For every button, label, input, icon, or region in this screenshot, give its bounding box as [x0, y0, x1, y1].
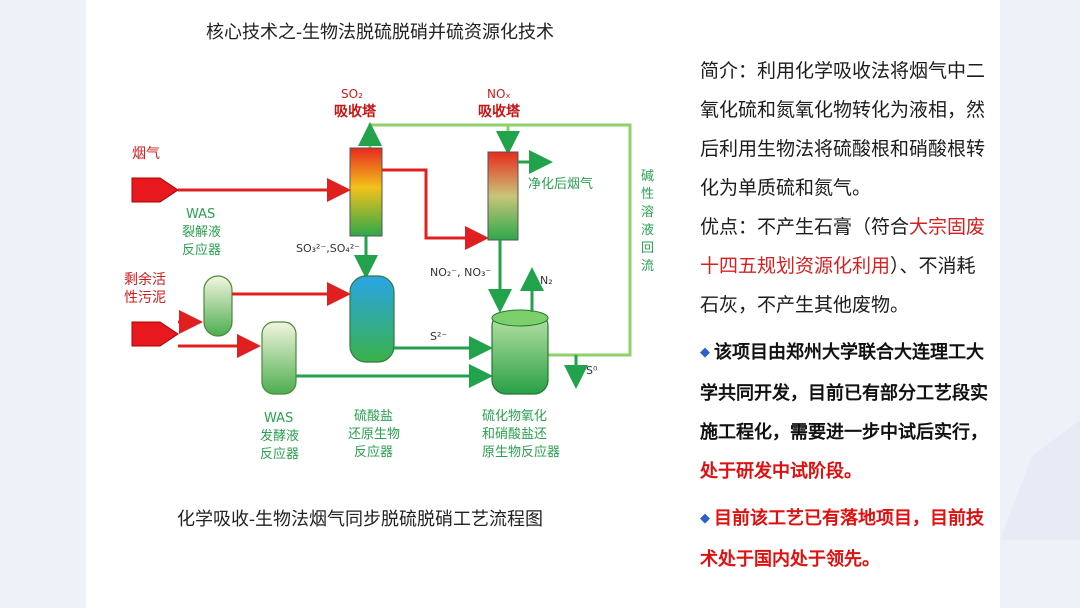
- sulfur-label: S⁰: [586, 364, 598, 377]
- bullet-1-highlight: 处于研发中试阶段。: [700, 461, 862, 482]
- sludge-label-2: 性污泥: [124, 290, 166, 306]
- was-lysis-label-2: 裂解液: [182, 225, 221, 240]
- advantage-tail: ）、不消耗石灰，不产生其他废物。: [700, 255, 976, 316]
- left-margin-band: [0, 0, 86, 608]
- alkali-label-4: 液: [641, 223, 654, 238]
- flue-gas-label: 烟气: [132, 146, 160, 162]
- sulfite-sulfate-label: SO₃²⁻,SO₄²⁻: [296, 242, 360, 255]
- nox-formula-label: NOₓ: [487, 87, 511, 101]
- alkali-label-1: 碱: [641, 169, 654, 184]
- clean-gas-label: 净化后烟气: [528, 176, 593, 192]
- diamond-bullet-icon: ◆: [700, 511, 710, 526]
- bullet-item-2: ◆目前该工艺已有落地项目，目前技术处于国内处于领先。: [700, 499, 992, 579]
- alkali-label-2: 性: [641, 187, 654, 202]
- nitrogen-label: N₂: [540, 274, 553, 287]
- flue-gas-inlet-block: [131, 177, 179, 203]
- was-ferment-label-1: WAS: [264, 411, 293, 426]
- so2-to-nox-gas-arrow: [382, 168, 489, 250]
- sulfate-reduce-label-2: 还原生物: [348, 427, 400, 442]
- was-ferment-reactor: [261, 321, 297, 395]
- was-ferment-label-3: 反应器: [260, 446, 299, 462]
- bullet-1-text: 该项目由郑州大学联合大连理工大学共同开发，目前已有部分工艺段实施工程化，需要进一…: [700, 342, 988, 443]
- was-lysis-label-3: 反应器: [182, 242, 221, 258]
- slide-card: [86, 12, 1000, 608]
- sulfate-reduce-label-1: 硫酸盐: [354, 409, 393, 424]
- nox-tower-label: 吸收塔: [478, 103, 521, 120]
- alkali-label-3: 溶: [641, 205, 654, 220]
- oxidation-label-1: 硫化物氧化: [482, 409, 547, 424]
- alkali-label-5: 回: [641, 241, 654, 256]
- sulfate-reduce-label-3: 反应器: [354, 444, 393, 460]
- description-panel: 简介：利用化学吸收法将烟气中二氧化硫和氮氧化物转化为液相，然后利用生物法将硫酸根…: [700, 52, 992, 579]
- oxidation-label-3: 原生物反应器: [482, 444, 560, 460]
- advantage-paragraph: 优点：不产生石膏（符合大宗固废十四五规划资源化利用）、不消耗石灰，不产生其他废物…: [700, 208, 992, 325]
- alkali-label-6: 流: [641, 259, 654, 274]
- oxidation-label-2: 和硝酸盐还: [482, 427, 547, 442]
- sulfate-reduction-reactor: [349, 275, 395, 363]
- process-flow-diagram: SO₂ 吸收塔 NOₓ 吸收塔 烟气 净化后烟气 碱 性 溶 液 回 流 WAS…: [124, 87, 654, 462]
- so2-tower-label: 吸收塔: [334, 103, 377, 120]
- was-lysis-reactor: [203, 275, 233, 337]
- diamond-bullet-icon: ◆: [700, 345, 710, 360]
- intro-paragraph: 简介：利用化学吸收法将烟气中二氧化硫和氮氧化物转化为液相，然后利用生物法将硫酸根…: [700, 60, 986, 199]
- so2-absorber-tower: [349, 147, 383, 237]
- bullet-item-1: ◆该项目由郑州大学联合大连理工大学共同开发，目前已有部分工艺段实施工程化，需要进…: [700, 333, 992, 491]
- nitrite-nitrate-label: NO₂⁻, NO₃⁻: [430, 266, 491, 279]
- bullet-2-text: 目前该工艺已有落地项目，目前技术处于国内处于领先。: [700, 508, 984, 570]
- so2-formula-label: SO₂: [341, 87, 363, 101]
- was-ferment-label-2: 发酵液: [260, 428, 299, 444]
- was-lysis-label-1: WAS: [186, 207, 215, 222]
- sulfide-label: S²⁻: [430, 330, 447, 343]
- sludge-inlet-block: [131, 321, 179, 347]
- diagram-caption: 化学吸收-生物法烟气同步脱硫脱硝工艺流程图: [176, 509, 544, 530]
- diagram-title: 核心技术之-生物法脱硫脱硝并硫资源化技术: [205, 22, 555, 43]
- advantage-text: 优点：不产生石膏（符合: [700, 216, 910, 238]
- sludge-label-1: 剩余活: [124, 271, 166, 288]
- oxidation-reactor-top: [491, 309, 549, 327]
- advantage-highlight: 大宗固废十四五规划资源化利用: [700, 216, 986, 277]
- nox-absorber-tower: [487, 151, 519, 241]
